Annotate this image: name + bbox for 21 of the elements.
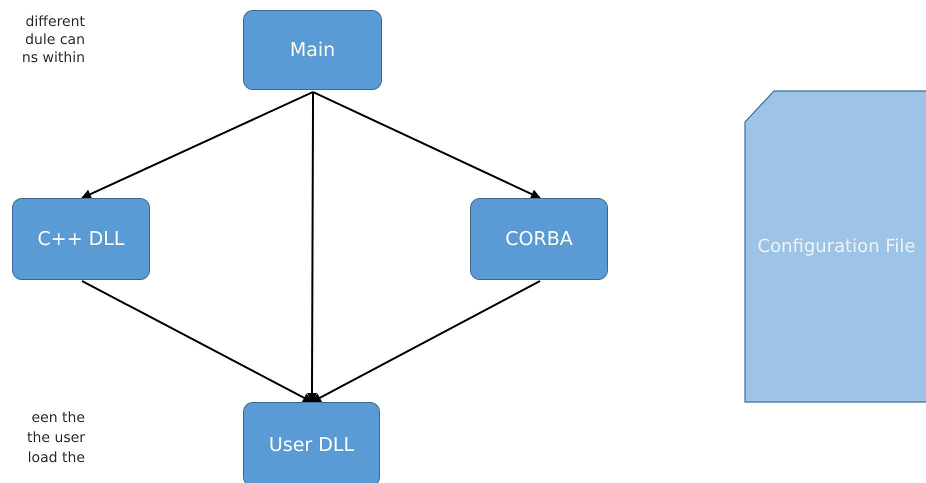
- arrow: [311, 280, 540, 403]
- text-fragment: ns within: [22, 49, 85, 67]
- text-fragment: load the: [28, 449, 85, 467]
- node-label: CORBA: [505, 228, 573, 250]
- text-fragment: een the: [31, 409, 85, 427]
- node-label: Main: [290, 39, 336, 61]
- text-fragment: dule can: [25, 31, 85, 49]
- arrow: [81, 91, 314, 199]
- process-box: [12, 198, 150, 280]
- process-box: [243, 402, 380, 483]
- process-box: [470, 198, 608, 280]
- file-shape: [744, 90, 926, 403]
- node-label: Configuration File: [756, 236, 916, 257]
- text-fragment: the user: [27, 429, 85, 447]
- node-label: User DLL: [268, 434, 354, 456]
- text-fragment: different: [26, 13, 85, 31]
- arrow: [82, 280, 313, 403]
- node-label: C++ DLL: [38, 228, 124, 250]
- process-box: [243, 10, 382, 90]
- arrow: [307, 92, 318, 403]
- arrow: [312, 91, 541, 199]
